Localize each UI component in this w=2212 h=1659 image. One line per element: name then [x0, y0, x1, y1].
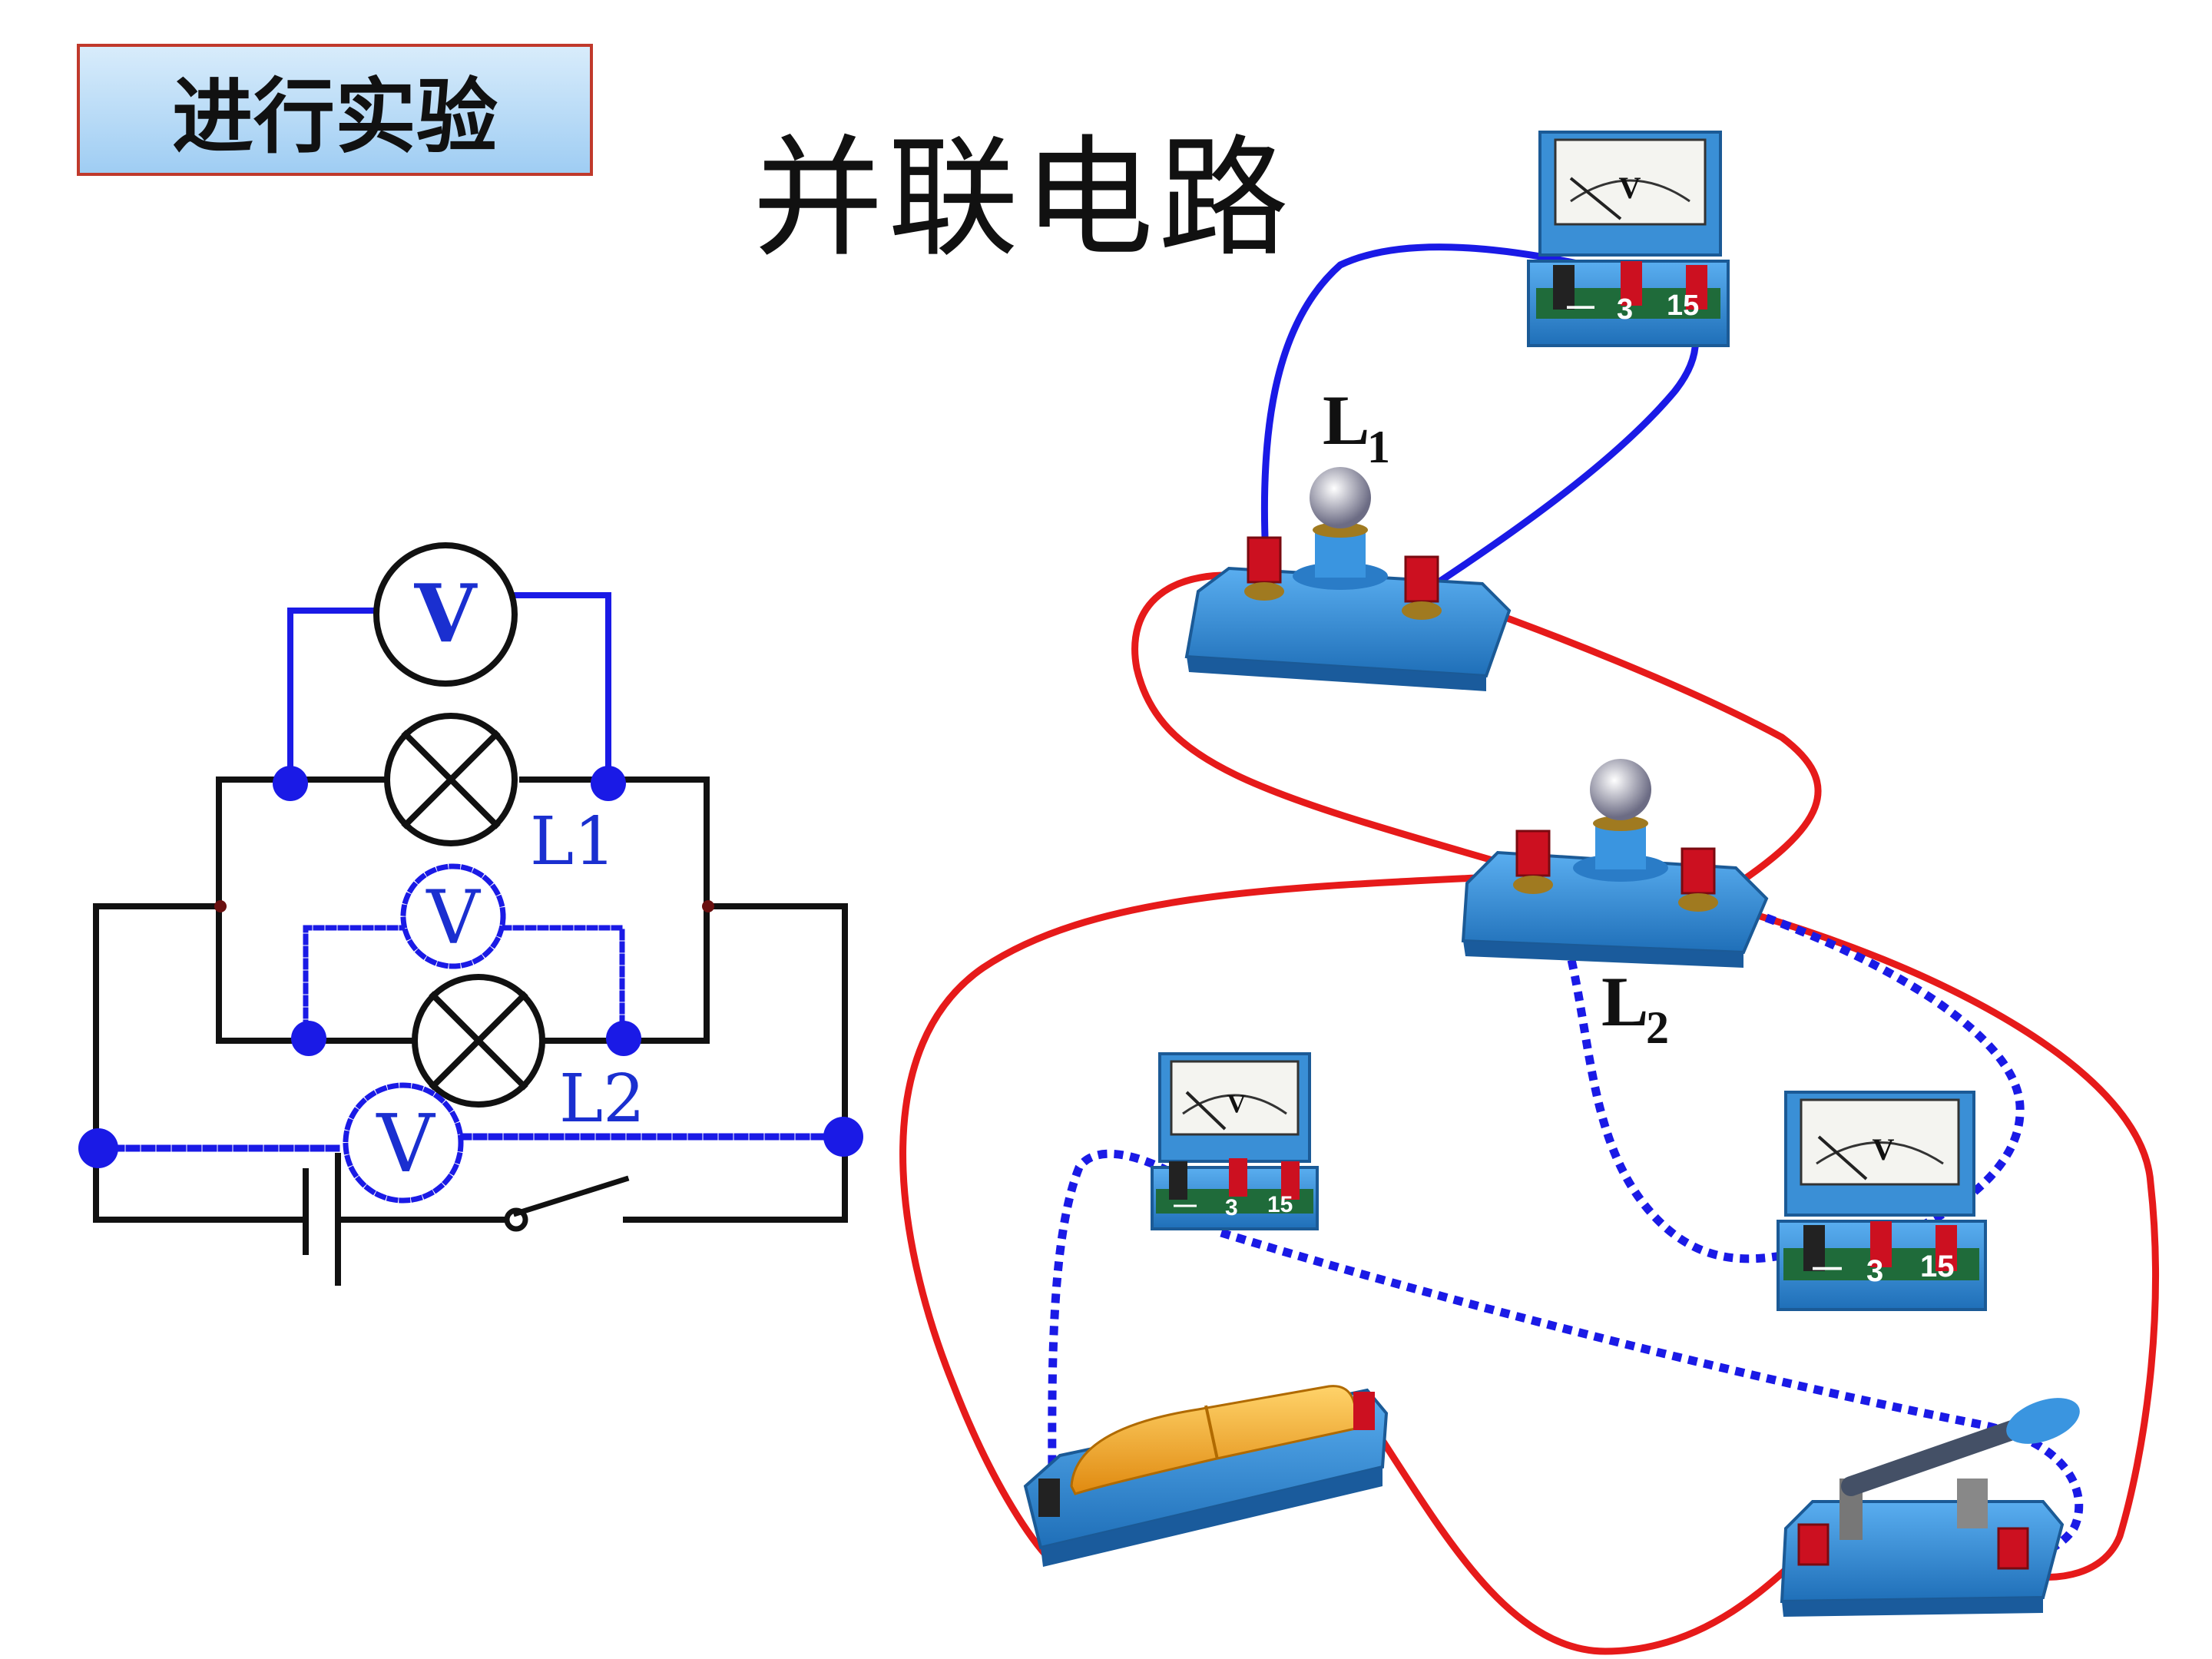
switch-symbol	[504, 1175, 630, 1232]
battery-symbol	[303, 1153, 341, 1286]
voltmeter-left-apparatus: V — 3 15	[1151, 1052, 1319, 1230]
page-title: 并联电路	[753, 123, 1294, 275]
lamp-l1-symbol	[384, 713, 518, 846]
schematic-l1-label: L1	[530, 803, 616, 880]
junction-right	[702, 900, 714, 912]
l1-main: L	[1323, 381, 1369, 459]
left-meter-minus: —	[1174, 1192, 1197, 1217]
lamp-l2-apparatus	[1461, 759, 1769, 968]
left-meter-15: 15	[1267, 1192, 1293, 1217]
voltmeter-right-apparatus: V — 3 15	[1777, 1091, 1987, 1311]
apparatus-label-l2: L 2	[1601, 962, 1669, 1053]
top-meter-face: V	[1619, 171, 1641, 205]
voltmeter-l1-symbol: V	[414, 566, 478, 661]
junction-left	[214, 900, 227, 912]
right-meter-minus: —	[1813, 1251, 1842, 1283]
voltmeter-l2-symbol: V	[426, 875, 481, 961]
right-meter-3: 3	[1866, 1254, 1883, 1288]
red-wires	[899, 571, 2159, 1655]
right-meter-15: 15	[1920, 1250, 1955, 1283]
circuit-schematic: V V V L1 L2	[78, 542, 863, 1286]
left-meter-face: V	[1227, 1090, 1247, 1118]
schematic-l2-label: L2	[559, 1061, 645, 1137]
voltmeter-top-apparatus: V — 3 15	[1527, 131, 1730, 347]
l1-sub: 1	[1367, 422, 1390, 472]
voltmeter-l1-schematic	[273, 542, 626, 801]
circuit-apparatus: V — 3 15 V — 3 15	[899, 131, 2159, 1655]
badge-text: 进行实验	[172, 70, 498, 164]
schematic-main-wires	[93, 777, 848, 1223]
voltmeter-source-schematic	[78, 1082, 863, 1204]
right-meter-face: V	[1873, 1132, 1895, 1167]
experiment-badge: 进行实验	[77, 44, 593, 176]
lamp-l2-symbol	[412, 974, 545, 1108]
top-meter-3: 3	[1617, 293, 1633, 326]
l2-main: L	[1601, 962, 1648, 1041]
apparatus-label-l1: L 1	[1323, 381, 1390, 472]
left-meter-3: 3	[1225, 1195, 1238, 1220]
voltmeter-source-symbol: V	[375, 1097, 435, 1190]
l2-sub: 2	[1646, 1002, 1669, 1053]
top-meter-15: 15	[1667, 290, 1699, 322]
battery-apparatus	[1023, 1385, 1389, 1567]
lamp-l1-apparatus	[1184, 467, 1512, 691]
top-meter-minus: —	[1567, 290, 1594, 321]
switch-apparatus	[1780, 1398, 2080, 1617]
voltmeter-l2-schematic	[291, 863, 641, 1056]
